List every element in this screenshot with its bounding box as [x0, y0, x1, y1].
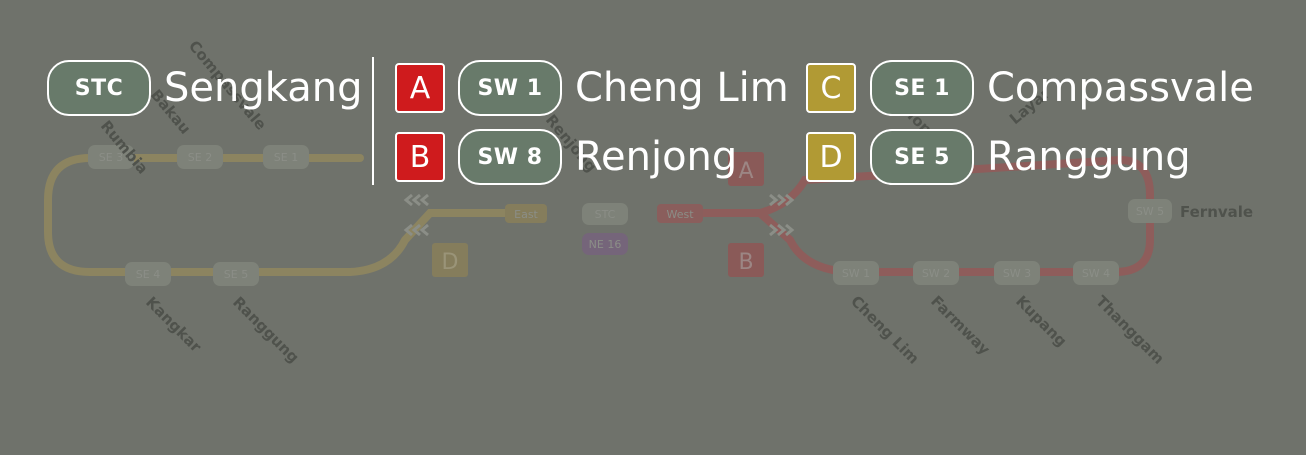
- svg-text:SE 1: SE 1: [274, 151, 298, 164]
- svg-text:A: A: [738, 159, 753, 184]
- platform-a-station-name: Cheng Lim: [575, 65, 789, 111]
- svg-text:SW 2: SW 2: [922, 267, 950, 280]
- legend-divider: [372, 57, 374, 185]
- svg-text:East: East: [514, 208, 538, 221]
- west-segment-label: West: [657, 204, 703, 223]
- main-station-name: Sengkang: [164, 65, 363, 111]
- platform-c-code-badge: SE 1: [870, 60, 974, 116]
- platform-a-code-badge: SW 1: [458, 60, 562, 116]
- svg-text:SW 5: SW 5: [1136, 205, 1164, 218]
- svg-text:SE 3: SE 3: [99, 151, 123, 164]
- platform-c-letter: C: [806, 63, 856, 113]
- main-station-code-badge: STC: [47, 60, 151, 116]
- platform-a-letter: A: [395, 63, 445, 113]
- west-chevrons: [769, 193, 795, 237]
- east-segment-label: East: [505, 204, 547, 223]
- hub-station-stc: STC: [582, 203, 628, 225]
- map-platform-d: D: [432, 243, 468, 277]
- svg-text:STC: STC: [595, 208, 616, 221]
- svg-text:B: B: [738, 250, 753, 275]
- west-station-sw5: SW 5 Fernvale: [1128, 199, 1253, 223]
- svg-text:SW 4: SW 4: [1082, 267, 1110, 280]
- svg-text:SE 4: SE 4: [136, 268, 160, 281]
- platform-b-code-badge: SW 8: [458, 129, 562, 185]
- west-loop-track: [676, 155, 1154, 276]
- svg-text:SE 5: SE 5: [224, 268, 248, 281]
- east-chevrons: [403, 193, 429, 237]
- svg-text:West: West: [666, 208, 694, 221]
- map-platform-b: B: [728, 243, 764, 277]
- platform-d-code-badge: SE 5: [870, 129, 974, 185]
- svg-text:SE 2: SE 2: [188, 151, 212, 164]
- platform-b-station-name: Renjong: [575, 134, 738, 180]
- platform-d-letter: D: [806, 132, 856, 182]
- platform-d-station-name: Ranggung: [987, 134, 1191, 180]
- svg-text:D: D: [442, 250, 459, 275]
- map-platform-a: A: [728, 152, 764, 186]
- nel-station-ne16: NE 16: [582, 233, 628, 255]
- east-loop-track: [44, 154, 524, 276]
- svg-text:NE 16: NE 16: [589, 238, 622, 251]
- platform-b-letter: B: [395, 132, 445, 182]
- svg-text:SW 3: SW 3: [1003, 267, 1031, 280]
- platform-c-station-name: Compassvale: [987, 65, 1254, 111]
- svg-text:SW 1: SW 1: [842, 267, 870, 280]
- svg-text:Fernvale: Fernvale: [1180, 203, 1253, 221]
